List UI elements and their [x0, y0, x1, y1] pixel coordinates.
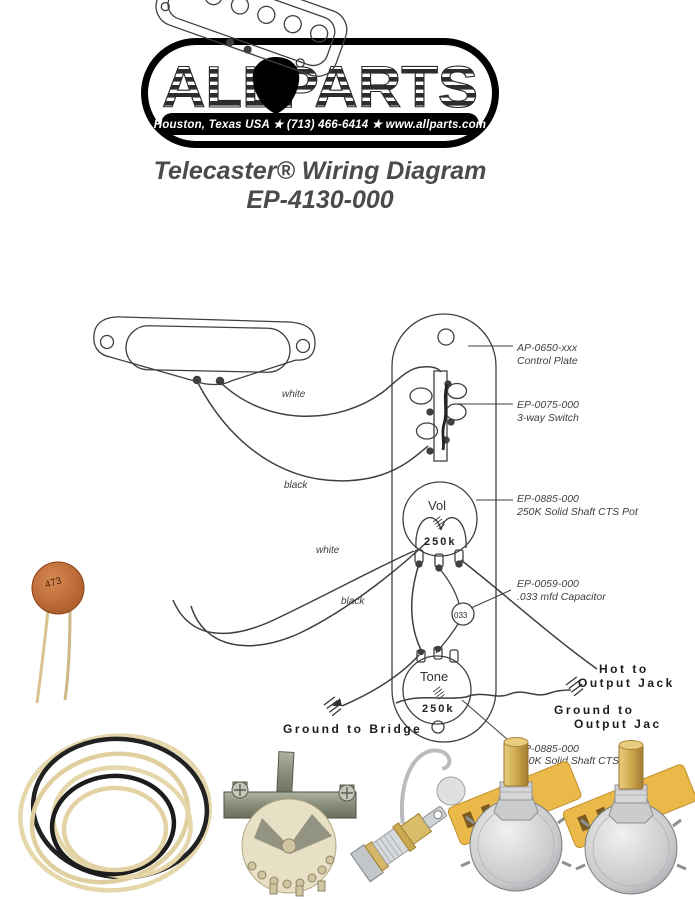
- hot-annotation-line2: Output Jack: [578, 676, 675, 690]
- bridge-screw-hole: [160, 1, 170, 12]
- wire-label-black-neck: black: [284, 480, 308, 491]
- tone-pot-label: Tone: [420, 669, 448, 684]
- bridge-wire-eyelet: [243, 45, 252, 54]
- brand-wordmark: ALLPARTS: [162, 55, 478, 120]
- wire-arrowhead: [332, 698, 342, 706]
- neck-black-wire: [196, 380, 429, 482]
- bridge-screw-hole: [295, 58, 305, 68]
- switch-drawing: [409, 370, 468, 462]
- capacitor-marking: 473: [44, 575, 64, 591]
- ground-jack-annotation-line2: Output Jac: [574, 717, 662, 731]
- title-line2: EP-4130-000: [246, 186, 394, 214]
- callout-switch-part: EP-0075-000: [517, 399, 579, 411]
- neck-white-wire: [219, 366, 442, 417]
- plate-screw-hole: [437, 328, 455, 346]
- bridge-white-wire: [172, 550, 415, 635]
- neck-wire-eyelet: [192, 375, 202, 385]
- bridge-pickup-drawing: [155, 0, 348, 77]
- ground-bridge-annotation: Ground to Bridge: [283, 722, 422, 736]
- wire-label-black-bridge: black: [341, 596, 365, 607]
- callout-lines: [456, 345, 516, 747]
- partial-pot-edge: [436, 776, 466, 806]
- volume-pot-label: Vol: [428, 498, 446, 513]
- neck-pickup-drawing: [93, 316, 316, 386]
- allparts-logo: ALLPARTS Houston, Texas USA ★ (713) 466-…: [141, 38, 499, 148]
- callout-control-plate-desc: Control Plate: [517, 355, 578, 367]
- callout-control-plate-part: AP-0650-xxx: [516, 342, 578, 354]
- callout-capacitor-desc: .033 mfd Capacitor: [517, 591, 606, 603]
- bridge-wire-eyelet: [226, 38, 235, 47]
- control-plate-drawing: [391, 313, 497, 743]
- wire-coil-photo: [18, 733, 212, 893]
- switch-contacts: [247, 855, 335, 897]
- capacitor-photo: 473: [31, 561, 85, 704]
- volume-pot-drawing: [402, 481, 478, 572]
- ground-bridge-wire: [341, 654, 420, 707]
- callout-switch-desc: 3-way Switch: [517, 412, 579, 424]
- hot-annotation-line1: Hot to: [599, 662, 649, 676]
- pot-link-wire: [411, 563, 422, 651]
- hot-wire: [460, 559, 598, 670]
- volume-pot-value: 250k: [424, 536, 456, 548]
- callout-capacitor-part: EP-0059-000: [517, 578, 579, 590]
- logo-art: ALLPARTS: [161, 54, 478, 120]
- callout-volume-pot-desc: 250K Solid Shaft CTS Pot: [516, 506, 639, 518]
- callout-tone-pot-part: EP-0885-000: [517, 743, 579, 755]
- plate-screw-hole: [431, 720, 445, 734]
- capacitor-symbol-drawing: [435, 567, 475, 654]
- wire-label-white-neck: white: [282, 389, 306, 400]
- ground-jack-annotation-line1: Ground to: [554, 703, 634, 717]
- neck-screw-hole: [295, 338, 311, 354]
- bridge-black-wire: [190, 540, 429, 647]
- logo-tagline-text: Houston, Texas USA ★ (713) 466-6414 ★ ww…: [153, 119, 487, 131]
- wire-label-white-bridge: white: [316, 545, 340, 556]
- jack-photo: [349, 748, 452, 883]
- switch-lever: [276, 751, 295, 797]
- tone-pot-drawing: [402, 645, 472, 725]
- ground-jack-wire: [395, 689, 572, 704]
- capacitor-symbol-value: 033: [454, 611, 468, 620]
- callout-tone-pot-desc: 250K Solid Shaft CTS Pot: [516, 755, 639, 767]
- wires: [172, 366, 598, 707]
- guitar-pick-icon: [252, 57, 300, 114]
- title-line1: Telecaster® Wiring Diagram: [153, 157, 487, 185]
- jack-spring-arm: [399, 748, 452, 824]
- callout-volume-pot-part: EP-0885-000: [517, 493, 579, 505]
- switch-photo: [223, 751, 357, 897]
- pot-photo-left: [447, 737, 582, 892]
- neck-screw-hole: [99, 334, 115, 350]
- page-title: Telecaster® Wiring Diagram EP-4130-000: [0, 157, 640, 215]
- logo-tagline-bar: Houston, Texas USA ★ (713) 466-6414 ★ ww…: [154, 113, 486, 135]
- tone-pot-value: 250k: [422, 703, 454, 715]
